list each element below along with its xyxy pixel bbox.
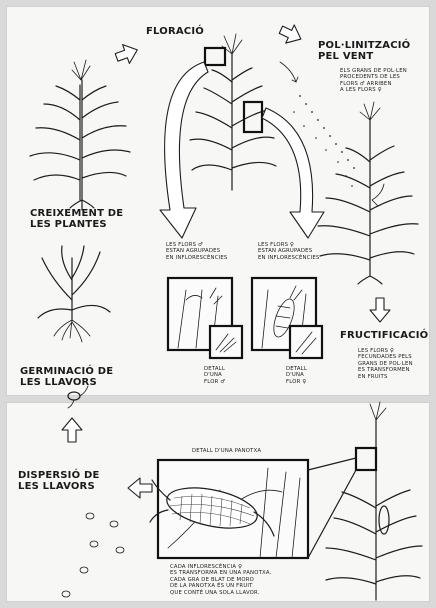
cob-caption: CADA INFLORESCÈNCIA ♀ ES TRANSFORMA EN U… [170, 564, 271, 596]
maize-plant-pollination [318, 102, 418, 284]
detail-box-male [168, 278, 242, 358]
up-arrow [62, 418, 82, 442]
female-flowers-note: LES FLORS ♀ ESTAN AGRUPADES EN INFLORESC… [258, 242, 319, 261]
maize-seed [68, 386, 88, 408]
cob-source-box [356, 448, 376, 470]
left-arrow [128, 478, 152, 498]
ear-detail-box [244, 102, 262, 132]
maize-plant-fruiting [326, 402, 422, 600]
maize-plant-left [30, 60, 130, 210]
male-detail-label: DETALL D'UNA FLOR ♂ [204, 366, 225, 385]
growth-title: CREIXEMENT DE LES PLANTES [30, 208, 123, 230]
dispersal-title: DISPERSIÓ DE LES LLAVORS [18, 470, 100, 492]
tassel-detail-box [205, 48, 225, 65]
maize-plant-flowering [190, 34, 276, 190]
right-arrow-1 [113, 40, 141, 66]
cob-detail-title: DETALL D'UNA PANOTXA [192, 448, 261, 454]
detail-box-female [252, 278, 322, 358]
curved-arrow-right [262, 108, 324, 238]
fruit-note: LES FLORS ♀ FECUNDADES PELS GRANS DE POL… [358, 348, 413, 380]
down-arrow [370, 298, 390, 322]
pollen-note: ELS GRANS DE POL·LEN PROCEDENTS DE LES F… [340, 68, 407, 94]
male-flowers-note: LES FLORS ♂ ESTAN AGRUPADES EN INFLORESC… [166, 242, 227, 261]
zoom-lines [308, 458, 356, 558]
curved-arrow-left [160, 62, 208, 238]
germination-title: GERMINACIÓ DE LES LLAVORS [20, 366, 113, 388]
pollen-arrow [280, 62, 298, 82]
pollination-title: POL·LINITZACIÓ PEL VENT [318, 40, 410, 62]
floracio-title: FLORACIÓ [146, 26, 204, 37]
seeds [62, 513, 124, 597]
female-detail-label: DETALL D'UNA FLOR ♀ [286, 366, 307, 385]
fructification-title: FRUCTIFICACIÓ [340, 330, 428, 341]
maize-seedling [38, 246, 110, 342]
right-arrow-2 [277, 21, 305, 48]
